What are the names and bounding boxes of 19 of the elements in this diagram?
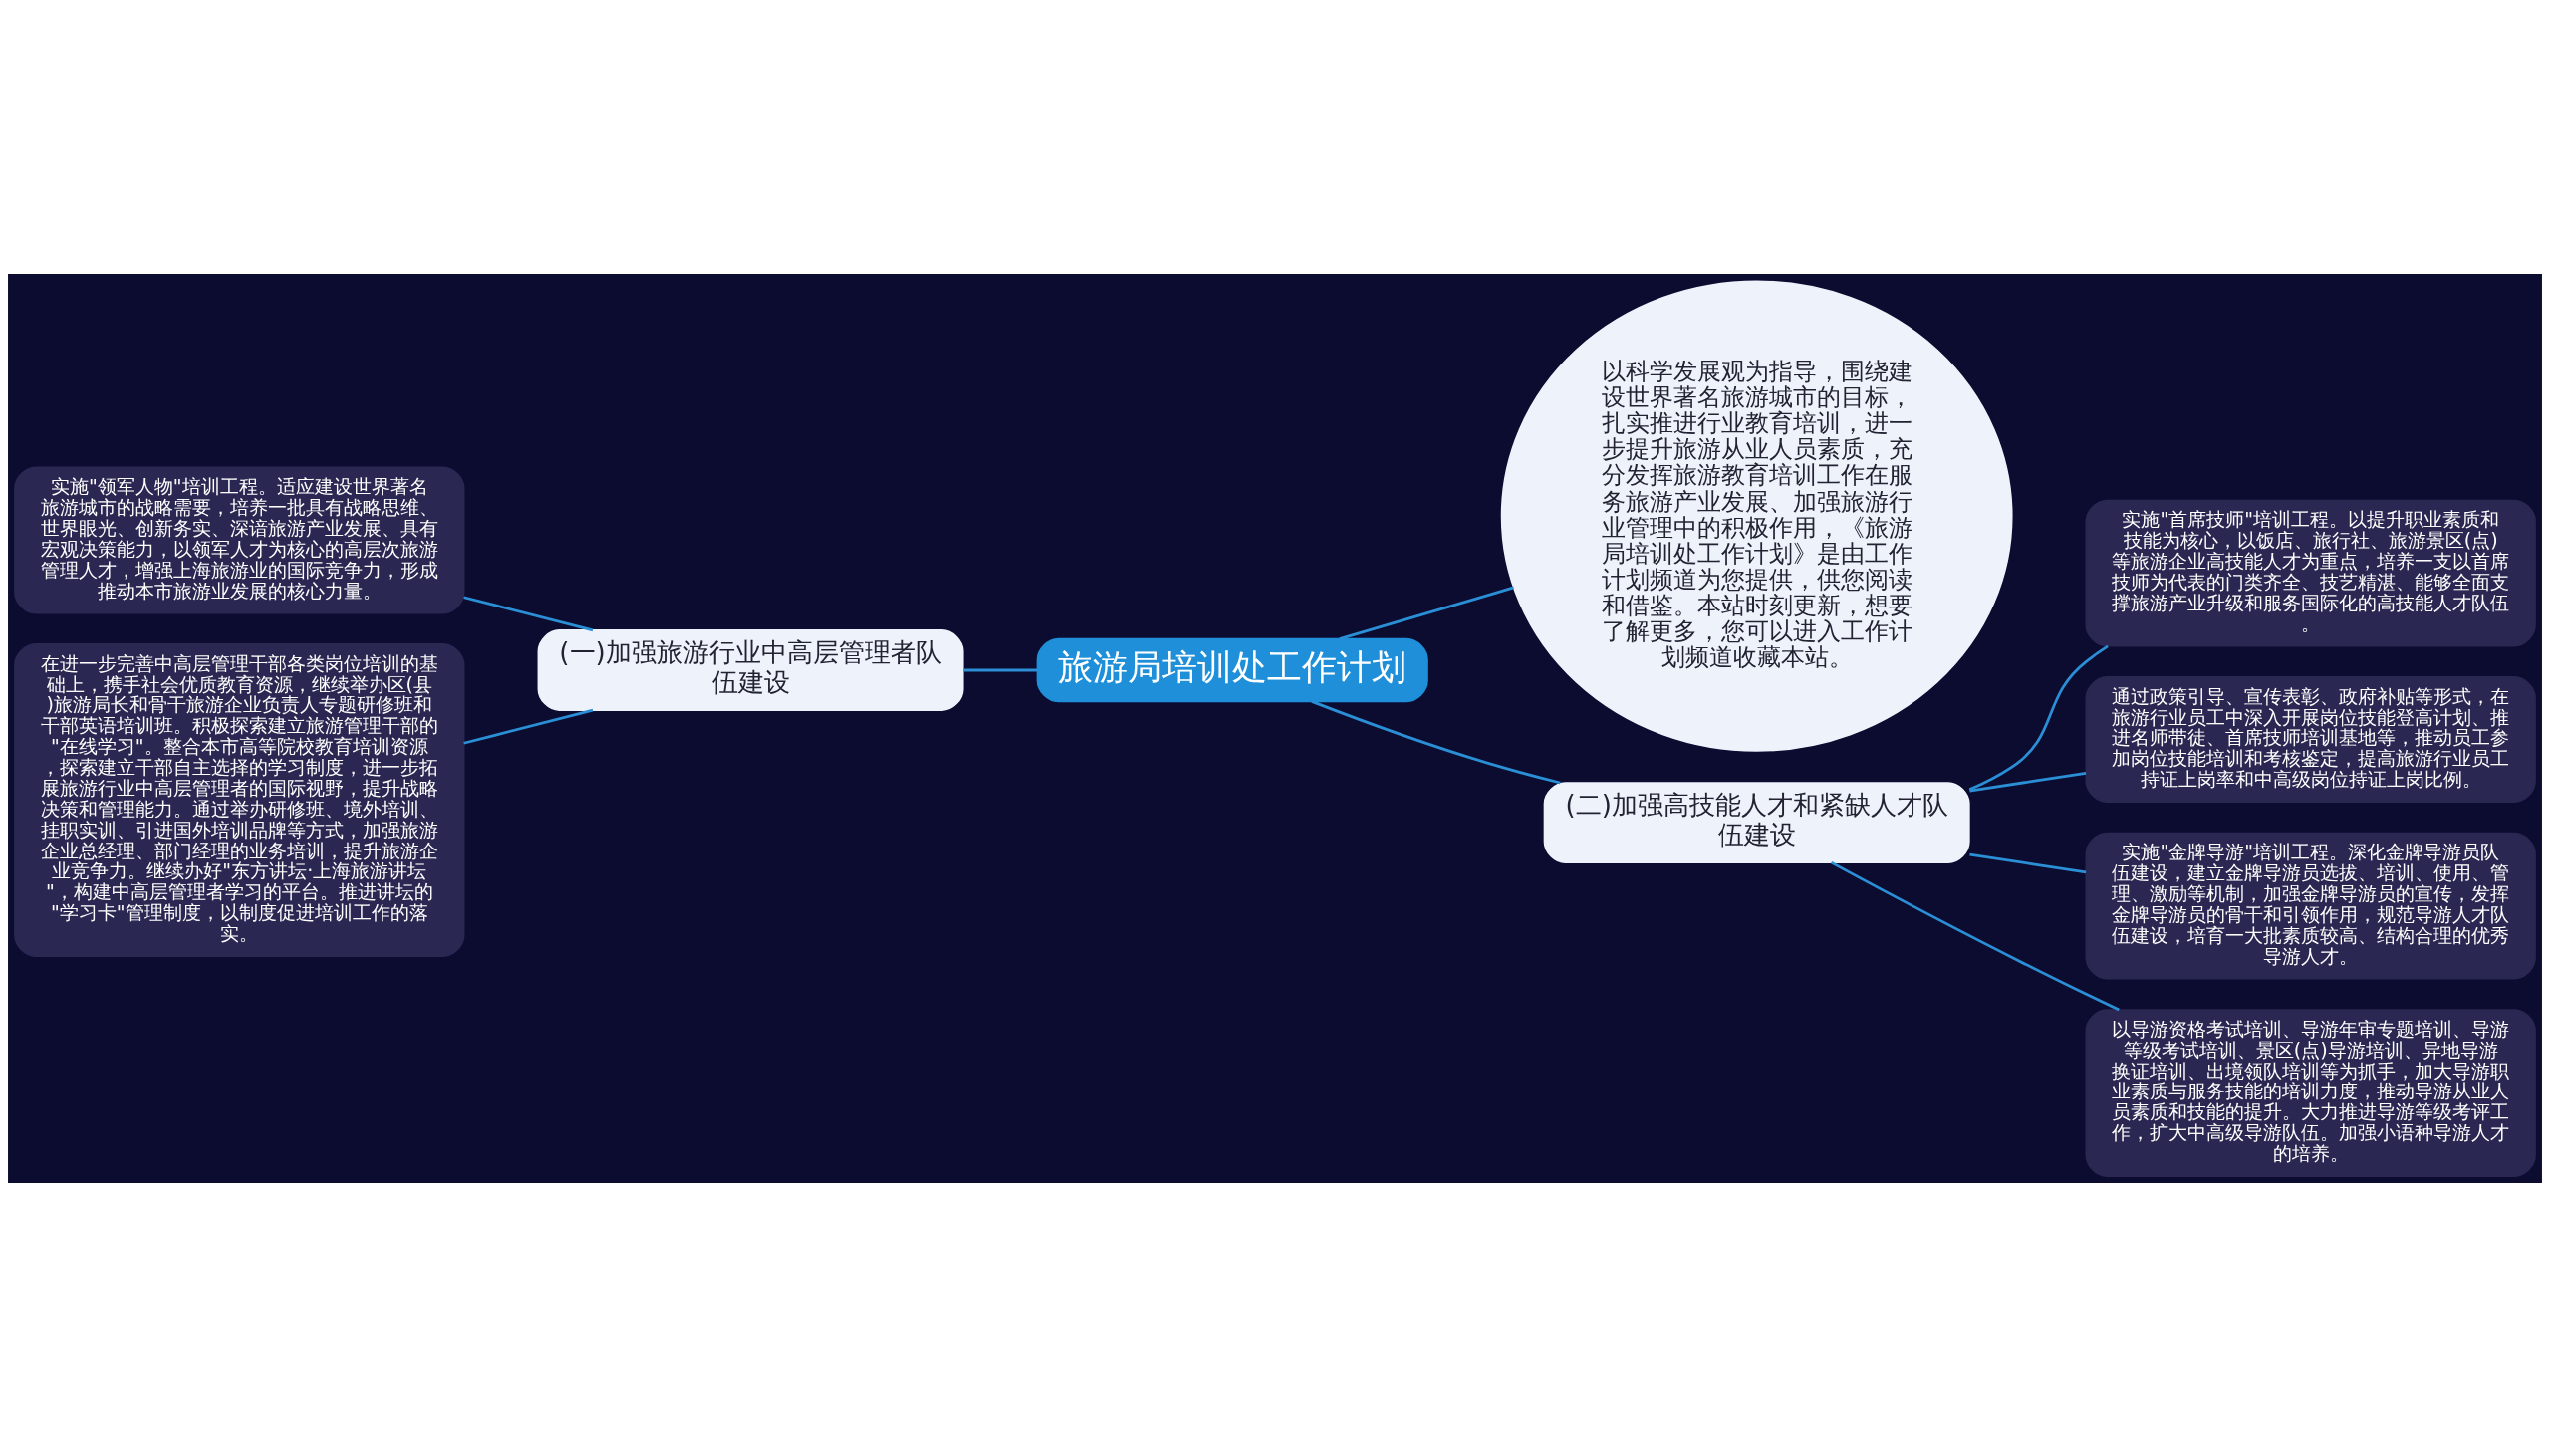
connector (1830, 860, 2120, 1011)
connector (1968, 644, 2109, 791)
node-box: (二)加强高技能人才和紧缺人才队伍建设 (1543, 781, 1970, 863)
node-box: 实施"金牌导游"培训工程。深化金牌导游员队伍建设，建立金牌导游员选拔、培训、使用、管理、激励等机制，加强金牌导游员的宣传，发挥金牌导游员的骨干和引领作用，规范导游人才队伍建设，培育一大批素质较高、结构合理的优秀导游人才。 (2085, 832, 2536, 980)
node-box: 在进一步完善中高层管理干部各类岗位培训的基础上，携手社会优质教育资源，继续举办区(县)旅游局长和骨干旅游企业负责人专题研修班和干部英语培训班。积极探索建立旅游管理干部的"在线学习"。整合本市高等院校教育培训资源，探索建立干部自主选择的学习制度，进一步拓展旅游行业中高层管理者的国际视野，提升战略决策和管理能力。通过举办研修班、境外培训、挂职实训、引进国外培训品牌等方式，加强旅游企业总经理、部门经理的业务培训，提升旅游企业竞争力。继续办好"东方讲坛·上海旅游讲坛"，构建中高层管理者学习的平台。推进讲坛的"学习卡"管理制度，以制度促进培训工作的落实。 (14, 642, 465, 957)
node-box: 旅游局培训处工作计划 (1036, 637, 1428, 702)
connector (1339, 586, 1514, 640)
connector (1969, 771, 2087, 792)
connector (963, 668, 1038, 671)
connector (463, 595, 594, 631)
connector (463, 708, 594, 745)
node-box: (一)加强旅游行业中高层管理者队伍建设 (537, 628, 964, 711)
node-box: 实施"首席技师"培训工程。以提升职业素质和技能为核心，以饭店、旅行社、旅游景区(点)等旅游企业高技能人才为重点，培养一支以首席技师为代表的门类齐全、技艺精湛、能够全面支撑旅游产业升级和服务国际化的高技能人才队伍。 (2085, 499, 2536, 646)
node-box: 以导游资格考试培训、导游年审专题培训、导游等级考试培训、景区(点)导游培训、异地导游换证培训、出境领队培训等为抓手，加大导游职业素质与服务技能的培训力度，推动导游从业人员素质和技能的提升。大力推进导游等级考评工作，扩大中高级导游队伍。加强小语种导游人才的培养。 (2085, 1008, 2536, 1177)
connector (1311, 699, 1561, 784)
node-circle: 以科学发展观为指导，围绕建设世界著名旅游城市的目标，扎实推进行业教育培训，进一步提升旅游从业人员素质，充分发挥旅游教育培训工作在服务旅游产业发展、加强旅游行业管理中的积极作用，《旅游局培训处工作计划》是由工作计划频道为您提供，供您阅读和借鉴。本站时刻更新，想要了解更多，您可以进入工作计划频道收藏本站。 (1500, 280, 2013, 752)
node-box: 通过政策引导、宣传表彰、政府补贴等形式，在旅游行业员工中深入开展岗位技能登高计划、推进名师带徒、首席技师培训基地等，推动员工参加岗位技能培训和考核鉴定，提高旅游行业员工持证上岗率和中高级岗位持证上岗比例。 (2085, 675, 2536, 803)
connector (1969, 852, 2087, 873)
node-box: 实施"领军人物"培训工程。适应建设世界著名旅游城市的战略需要，培养一批具有战略思维、世界眼光、创新务实、深谙旅游产业发展、具有宏观决策能力，以领军人才为核心的高层次旅游管理人才，增强上海旅游业的国际竞争力，形成推动本市旅游业发展的核心力量。 (14, 466, 465, 613)
